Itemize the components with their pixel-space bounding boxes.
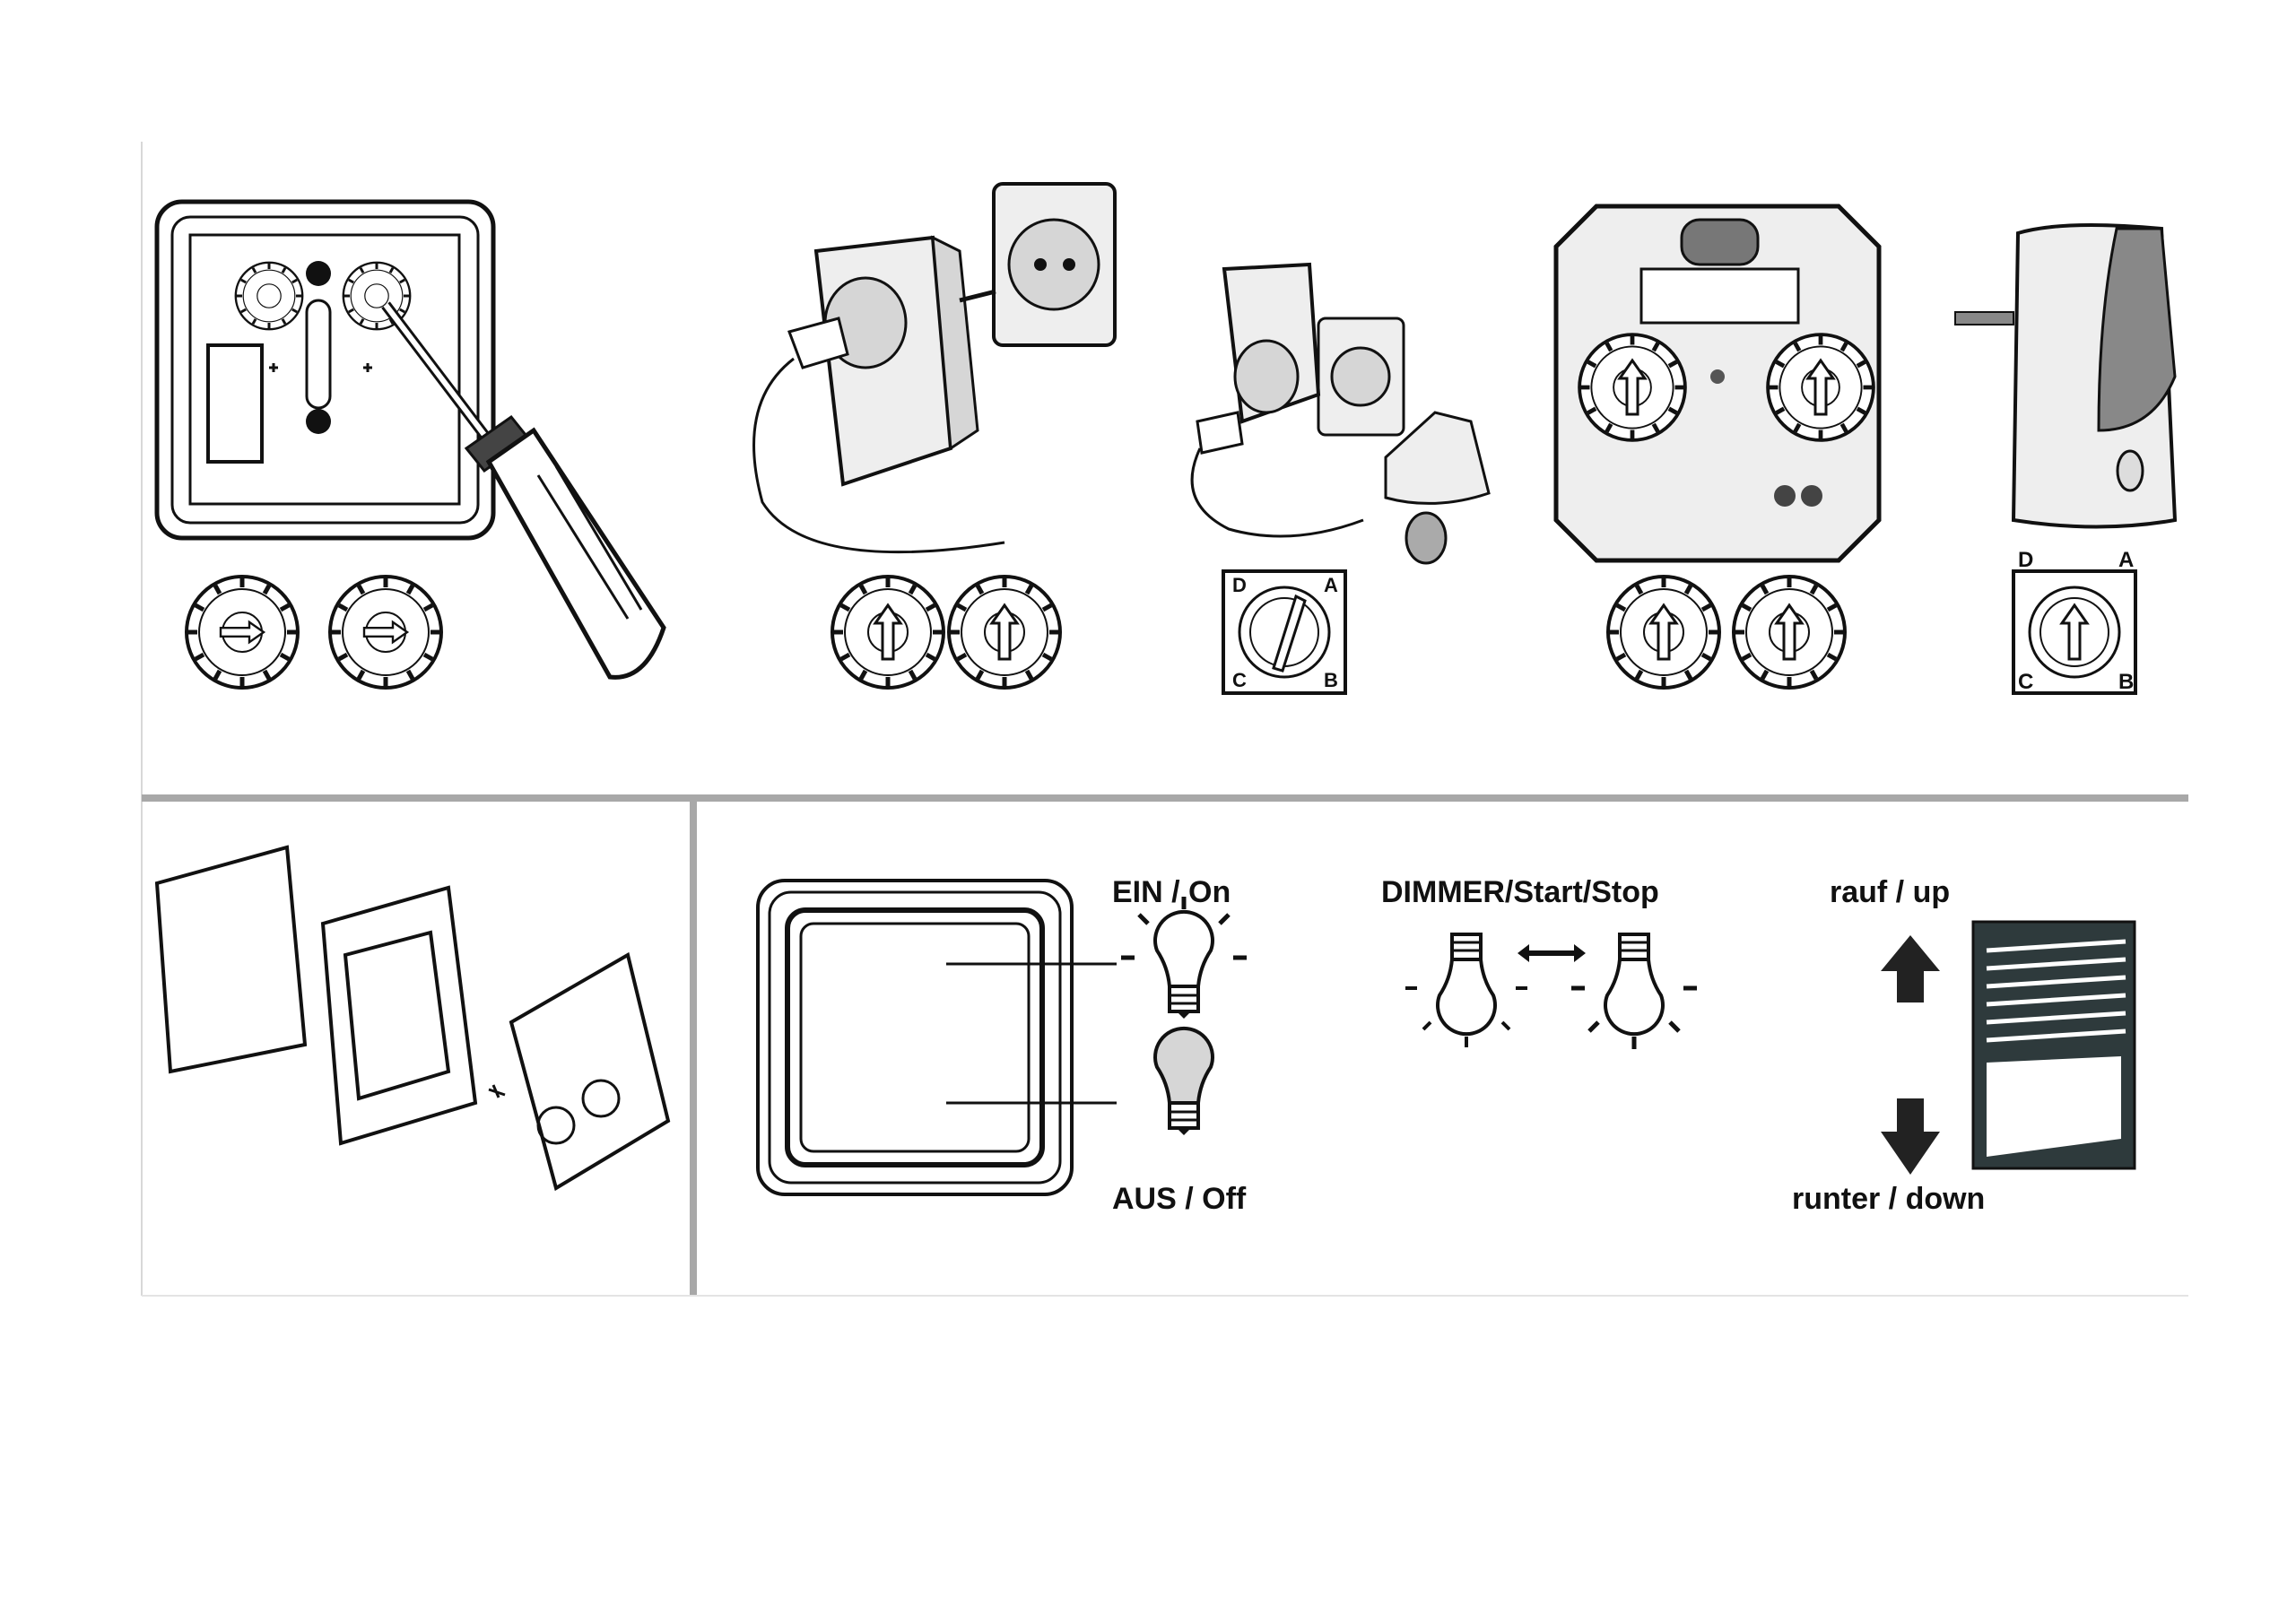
label-aus-off: AUS / Off [1112,1182,1247,1216]
rotary-code-dial-icon [187,577,441,688]
light-bulb-off-icon [1153,1026,1214,1135]
rotary-code-dial-icon: D A C B [2012,548,2137,695]
wall-switch-base-icon [154,845,671,1192]
wall-switch-base-icon [154,199,496,541]
dial-corner-a: A [2118,548,2134,572]
flush-receiver-icon [1553,204,1882,563]
rotary-code-dial-icon: D A C B [1222,569,1347,695]
wall-switch-icon [756,879,1117,1196]
dial-corner-b: B [2118,670,2134,694]
wall-socket-icon [992,182,1117,347]
dial-corner-c: C [2018,670,2033,694]
panel-frames [141,142,2188,1297]
dial-corner-d: D [1232,574,1247,596]
arrow-up-icon [1881,935,1940,1002]
screwdriver-icon [381,301,666,680]
light-bulb-on-icon [1571,933,1697,1049]
label-rauf-up: rauf / up [1830,875,1951,909]
double-arrow-icon [1518,944,1586,962]
dial-corner-d: D [2018,548,2033,572]
plug-adapter-icon [1190,262,1405,538]
roller-shutter-icon [1971,920,2136,1170]
rotary-code-dial-icon [832,577,1060,688]
dial-corner-a: A [1324,574,1338,596]
light-bulb-on-icon [1405,933,1527,1047]
rotary-code-dial-icon [1608,577,1845,688]
arrow-down-icon [1881,1098,1940,1175]
light-bulb-on-icon [1121,897,1247,1019]
label-runter-down: runter / down [1792,1182,1986,1216]
dial-corner-c: C [1232,669,1247,691]
lamp-icon [1384,411,1491,565]
label-dimmer: DIMMER/Start/Stop [1381,875,1659,909]
plug-receiver-icon [1954,223,2178,529]
plug-adapter-icon [752,235,1005,554]
dial-corner-b: B [1324,669,1338,691]
label-ein-on: EIN / On [1112,875,1231,909]
